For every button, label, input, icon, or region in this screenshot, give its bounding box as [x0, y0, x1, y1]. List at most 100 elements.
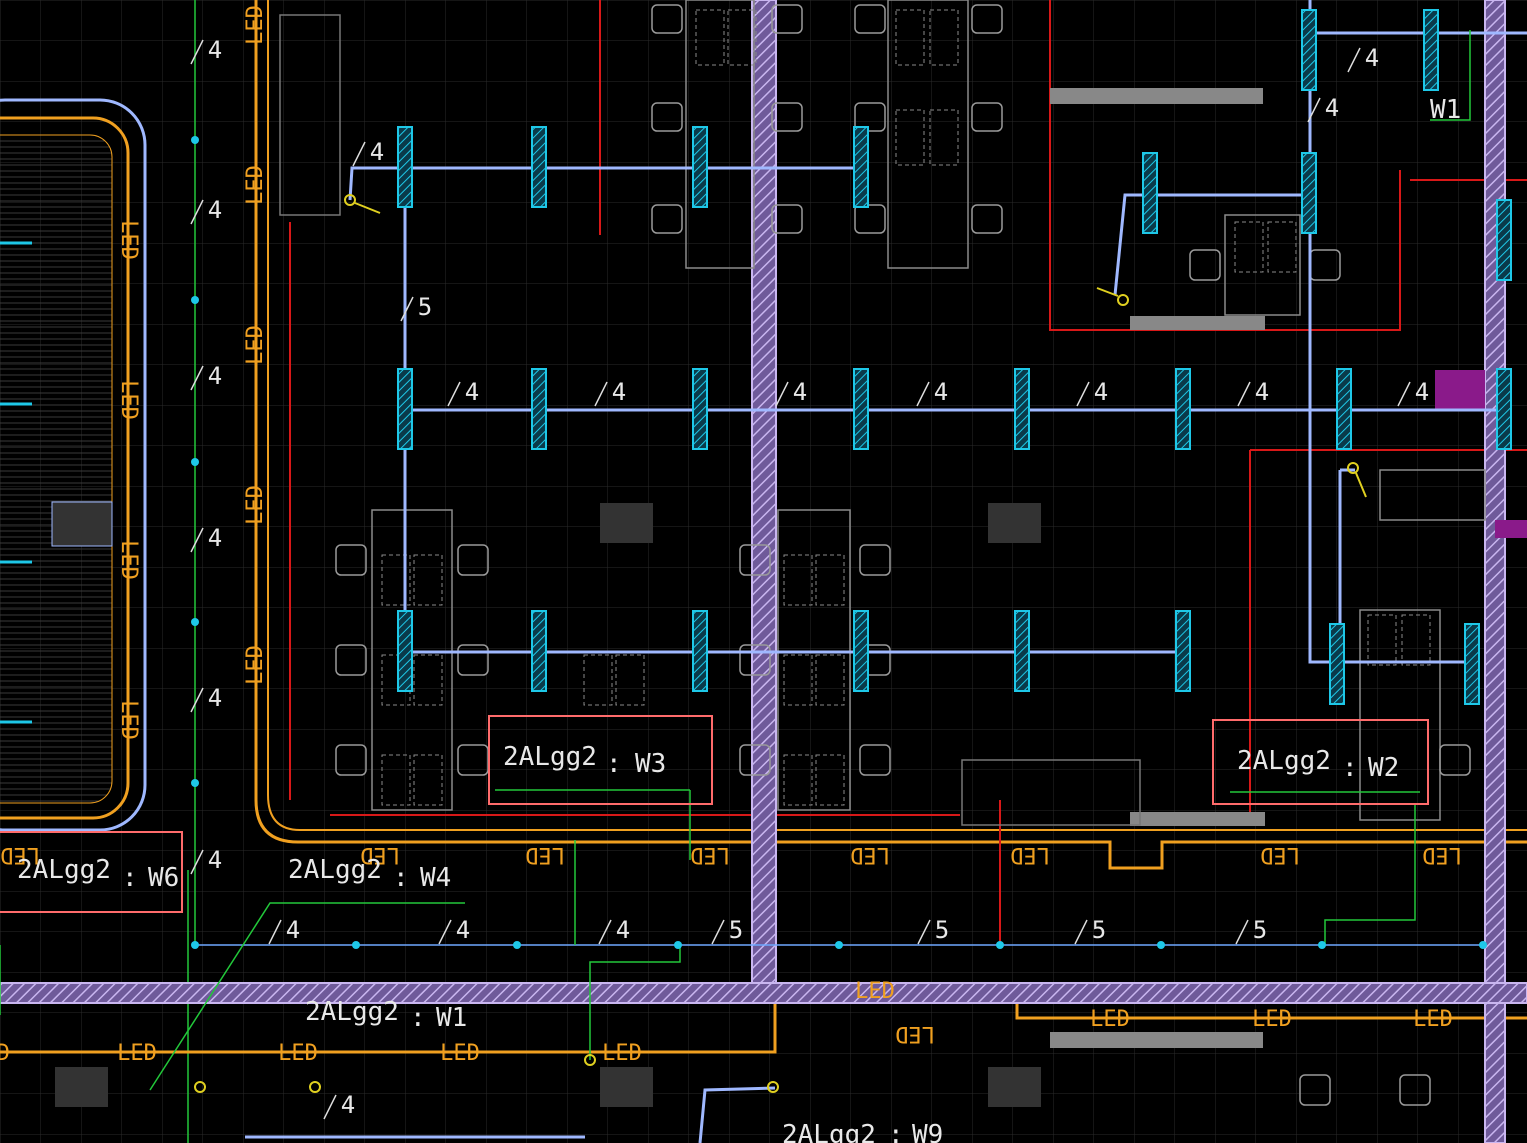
wire-tick	[352, 141, 366, 167]
led-label: LED	[850, 842, 890, 867]
wire-count: 4	[370, 138, 384, 166]
chairs	[335, 4, 1471, 1106]
wire-tick	[190, 687, 204, 713]
light-fixture	[853, 126, 869, 208]
light-fixtures	[397, 9, 1512, 705]
light-fixture	[692, 610, 708, 692]
wire-count: 5	[1253, 916, 1267, 944]
wire-tick	[1076, 381, 1090, 407]
svg-text:2ALgg2: 2ALgg2	[503, 742, 597, 772]
led-label: LED	[243, 165, 268, 205]
svg-text::: :	[410, 1003, 426, 1033]
wire-count: 5	[418, 293, 432, 321]
wire-tick	[917, 919, 931, 945]
wire-count: 4	[793, 378, 807, 406]
svg-text:W4: W4	[420, 863, 451, 893]
led-label: LED	[440, 1041, 480, 1066]
left-fixtures	[0, 241, 32, 724]
red-boundaries	[289, 0, 1527, 948]
circuit-label-w6[interactable]: 2ALgg2 : W6	[0, 831, 183, 913]
switches	[194, 194, 1367, 1093]
wire-count: 4	[208, 684, 222, 712]
circuit-label-w4: 2ALgg2 : W4	[288, 855, 451, 893]
led-label: LED	[1413, 1007, 1453, 1032]
light-fixture	[1014, 368, 1030, 450]
wire-tick	[190, 39, 204, 65]
wire-count: 4	[1094, 378, 1108, 406]
wire-tick	[594, 381, 608, 407]
wire-tick	[598, 919, 612, 945]
light-fixture	[853, 368, 869, 450]
led-label: LED	[243, 485, 268, 525]
wire-tick	[775, 381, 789, 407]
feeder-node	[835, 941, 843, 949]
led-label: LED	[855, 979, 895, 1004]
circuit-label-w2[interactable]: 2ALgg2 : W2	[1212, 719, 1429, 805]
wire-tick	[268, 919, 282, 945]
light-fixture	[1329, 623, 1345, 705]
led-label: LED	[116, 380, 141, 420]
wire-count: 5	[729, 916, 743, 944]
wire-count: 4	[208, 846, 222, 874]
led-label: LED	[243, 325, 268, 365]
light-fixture	[1301, 152, 1317, 234]
circuit-label-w1: 2ALgg2 : W1	[305, 997, 467, 1033]
led-label: LED	[1260, 842, 1300, 867]
svg-text:W3: W3	[635, 749, 666, 779]
desk-panels	[381, 9, 1431, 806]
led-label: LED	[525, 842, 565, 867]
wire-count: 4	[341, 1091, 355, 1119]
light-fixture	[1175, 368, 1191, 450]
light-fixture	[531, 610, 547, 692]
wire-tick	[190, 365, 204, 391]
svg-text:2ALgg2: 2ALgg2	[782, 1120, 876, 1143]
led-label: LED	[602, 1041, 642, 1066]
wire-count: 4	[208, 362, 222, 390]
led-label: LED	[0, 842, 40, 867]
svg-text:W9: W9	[912, 1120, 943, 1143]
light-fixture	[1464, 623, 1480, 705]
svg-text:2ALgg2: 2ALgg2	[288, 855, 382, 885]
light-fixture	[1301, 9, 1317, 91]
light-fixture	[531, 368, 547, 450]
led-label: LED	[116, 220, 141, 260]
wire-count: 4	[612, 378, 626, 406]
wire-count: 4	[456, 916, 470, 944]
corner-label-w1: W1	[1430, 95, 1461, 125]
light-fixture	[692, 126, 708, 208]
feeder-node	[191, 941, 199, 949]
led-label: LED	[243, 5, 268, 45]
wire-tick	[190, 849, 204, 875]
wire-count: 4	[208, 36, 222, 64]
wire-count: 4	[1255, 378, 1269, 406]
feeder-node	[513, 941, 521, 949]
led-label: LED	[117, 1041, 157, 1066]
wire-tick	[1307, 97, 1321, 123]
feeder-nodes	[191, 941, 1487, 949]
wire-count: 5	[1092, 916, 1106, 944]
wire-tick	[190, 199, 204, 225]
wire-count: 4	[1365, 44, 1379, 72]
svg-text::: :	[606, 749, 622, 779]
feeder-node	[352, 941, 360, 949]
wire-tick	[1074, 919, 1088, 945]
light-fixture	[1142, 152, 1158, 234]
feeder-node	[1318, 941, 1326, 949]
feeder-node	[1157, 941, 1165, 949]
light-fixture	[397, 610, 413, 692]
circuit-label-w3[interactable]: 2ALgg2 : W3	[488, 715, 713, 805]
led-label: LED	[0, 1041, 10, 1066]
feeder-node	[996, 941, 1004, 949]
wire-tick	[323, 1094, 337, 1120]
wire-tick	[916, 381, 930, 407]
light-fixture	[692, 368, 708, 450]
wire-count: 4	[934, 378, 948, 406]
wire-count: 4	[465, 378, 479, 406]
svg-text:2ALgg2: 2ALgg2	[305, 997, 399, 1027]
columns	[55, 503, 1041, 1107]
svg-text:W6: W6	[148, 863, 179, 893]
wire-tick	[711, 919, 725, 945]
green-feeder-left	[187, 0, 196, 1143]
